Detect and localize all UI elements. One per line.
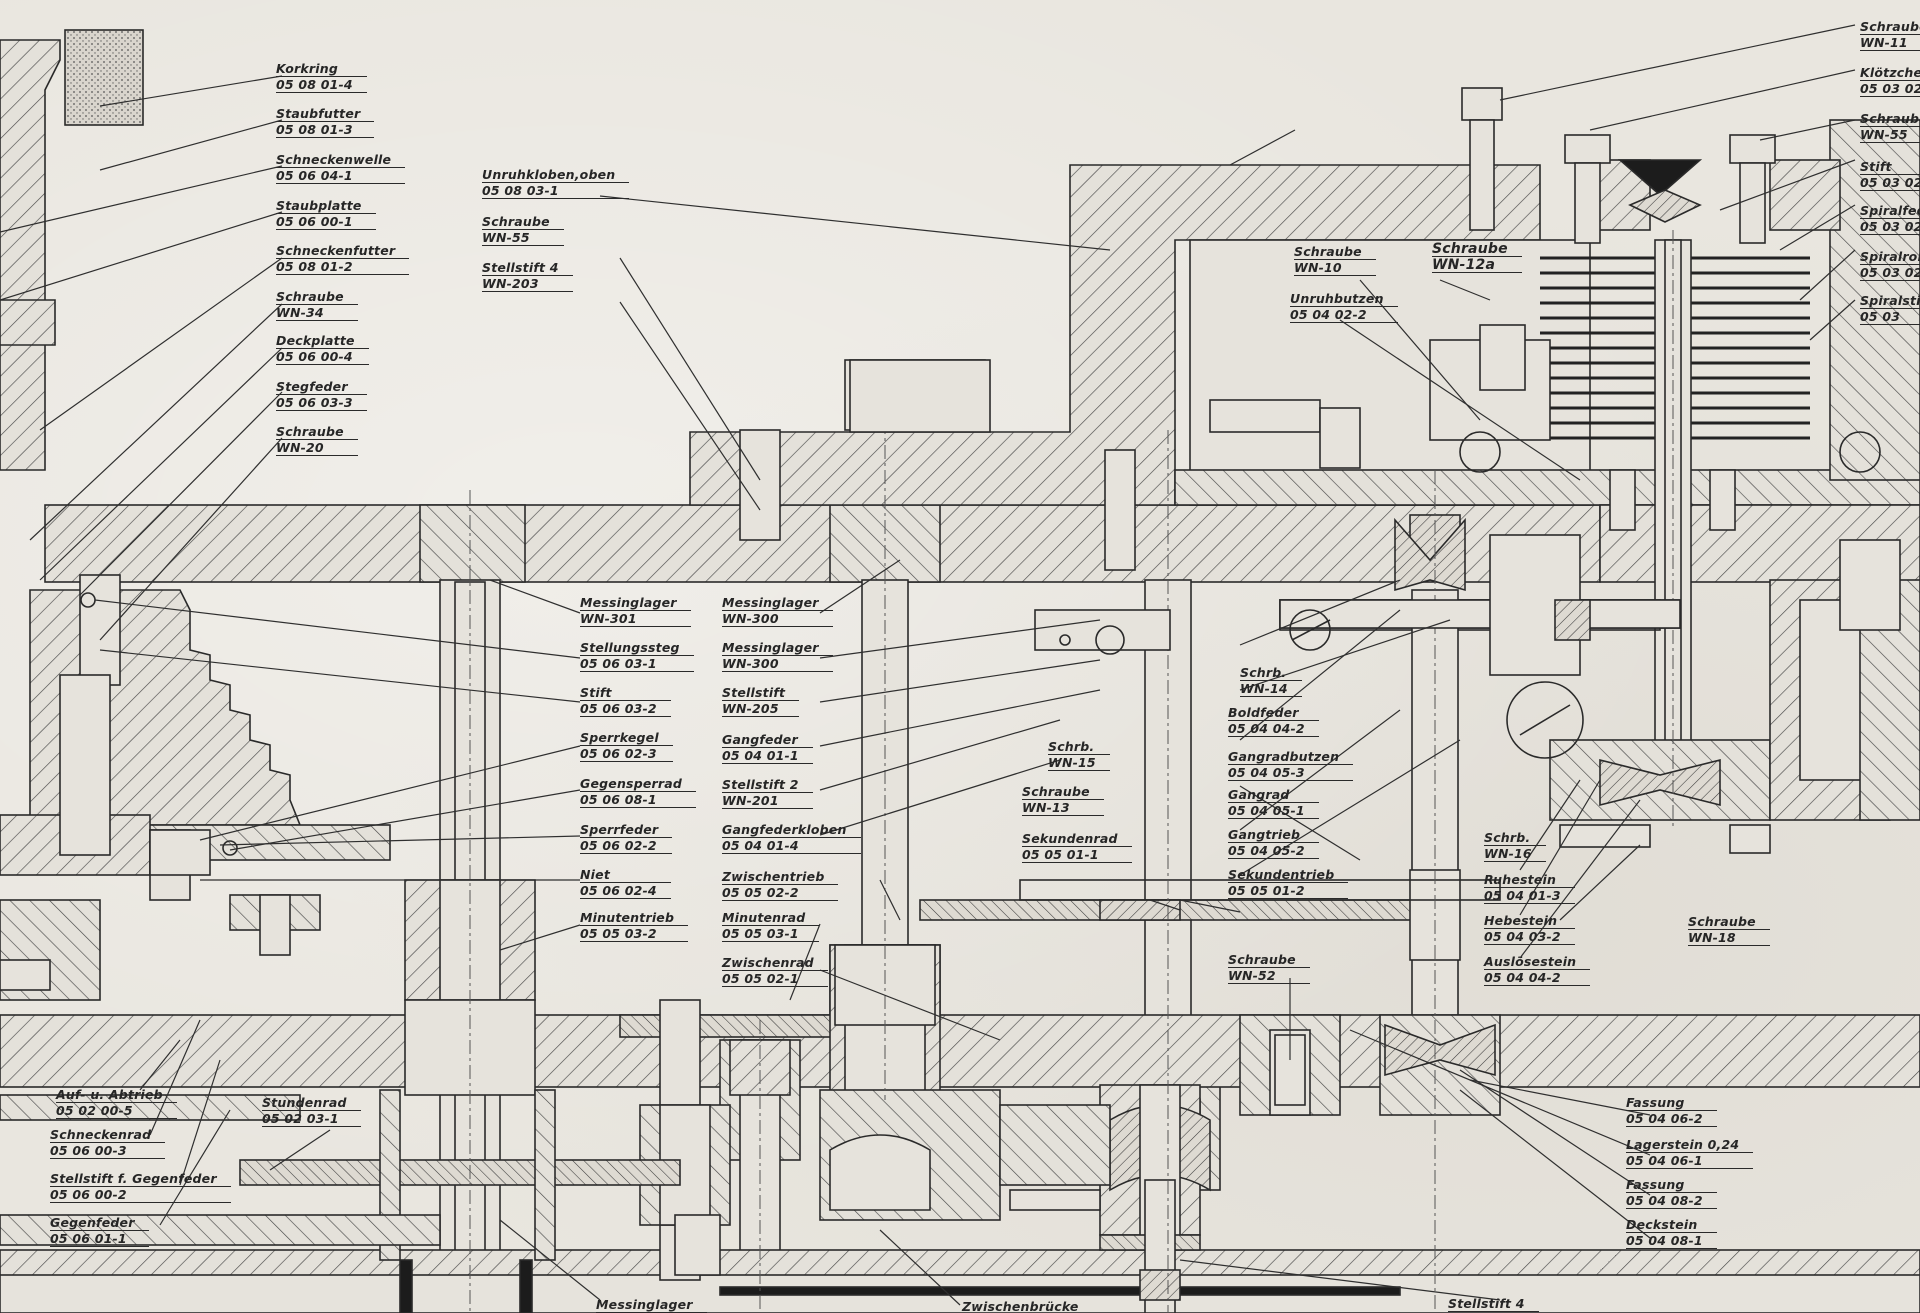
section-bodies (0, 29, 1920, 1313)
leader-lines (0, 24, 1856, 1306)
callout-schrb-wn14: Schrb.WN-14 (1240, 666, 1302, 697)
callout-schrb-wn16: Schrb.WN-16 (1484, 831, 1546, 862)
center-lines (469, 230, 1674, 1313)
callout-stellstift4-bottom: Stellstift 4 (1448, 1297, 1539, 1312)
callout-schrb-wn15: Schrb.WN-15 (1048, 740, 1110, 771)
callout-klotzchen: Klötzchen05 03 02 (1860, 66, 1920, 97)
callout-spiralfeder: Spiralfeder05 03 02 (1860, 204, 1920, 235)
callout-messinglager-bottom: Messinglager (596, 1298, 707, 1313)
callout-zwischenbrucke: Zwischenbrücke (962, 1300, 1093, 1313)
screws (0, 87, 1901, 1276)
callout-spiralrolle: Spiralrolle05 03 02 (1860, 250, 1920, 281)
screw-circles (80, 431, 1881, 856)
callout-spiralstift: Spiralstift05 03 (1860, 294, 1920, 325)
